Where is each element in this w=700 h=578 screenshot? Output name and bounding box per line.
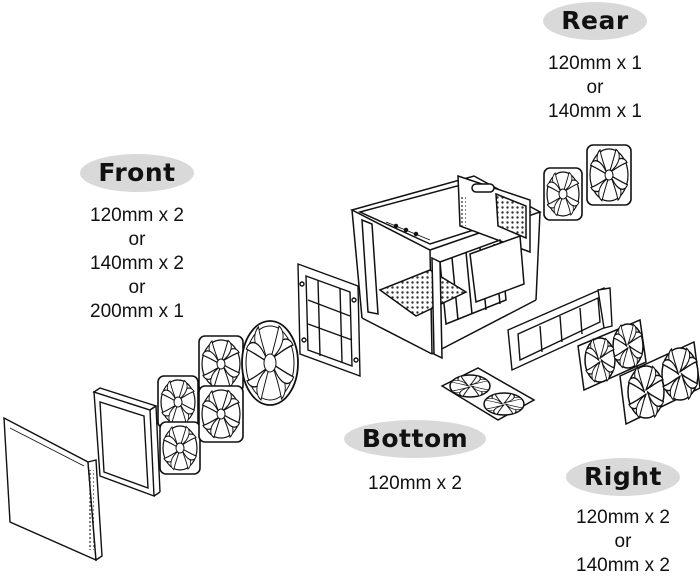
front-spec-line: 120mm x 2	[90, 205, 184, 226]
rear-spec-line: or	[586, 77, 604, 98]
front-fan-140-upper	[198, 335, 244, 393]
bottom-spec-line: 120mm x 2	[368, 473, 462, 494]
right-fan-140-pair	[619, 340, 700, 426]
front-spec-line: 140mm x 2	[90, 253, 184, 274]
bottom-fan-pair	[440, 367, 536, 421]
rear-fan-120	[543, 167, 583, 221]
right-title: Right	[566, 458, 680, 496]
right-spec-line: 120mm x 2	[576, 507, 670, 528]
front-spec-line: or	[128, 229, 146, 250]
bottom-spec: 120mm x 2	[330, 472, 500, 496]
rear-title: Rear	[543, 2, 647, 40]
right-spec-line: 140mm x 2	[576, 555, 670, 576]
chassis	[349, 174, 542, 360]
right-label-group: Right 120mm x 2 or 140mm x 2	[548, 458, 698, 578]
rear-label-group: Rear 120mm x 1 or 140mm x 1	[520, 2, 670, 124]
side-panel	[3, 416, 103, 562]
right-fan-120-pair	[577, 318, 647, 392]
right-side-bracket	[507, 286, 613, 372]
front-bracket	[297, 262, 361, 378]
rear-spec-line: 140mm x 1	[548, 101, 642, 122]
rear-spec-line: 120mm x 1	[548, 53, 642, 74]
front-spec-line: 200mm x 1	[90, 301, 184, 322]
front-spec-line: or	[128, 277, 146, 298]
front-filter-frame	[92, 387, 161, 498]
rear-fan-140	[586, 144, 632, 206]
bottom-label-group: Bottom 120mm x 2	[330, 420, 500, 496]
front-title: Front	[80, 154, 194, 192]
front-fan-120-upper	[157, 375, 199, 429]
front-fan-140-lower	[198, 385, 244, 443]
right-spec-line: or	[614, 531, 632, 552]
front-fan-200	[241, 320, 299, 406]
right-spec: 120mm x 2 or 140mm x 2	[548, 506, 698, 578]
front-label-group: Front 120mm x 2 or 140mm x 2 or 200mm x …	[62, 154, 212, 324]
front-fan-120-lower	[159, 421, 201, 475]
rear-spec: 120mm x 1 or 140mm x 1	[520, 52, 670, 124]
bottom-title: Bottom	[343, 420, 487, 458]
front-spec: 120mm x 2 or 140mm x 2 or 200mm x 1	[62, 204, 212, 324]
